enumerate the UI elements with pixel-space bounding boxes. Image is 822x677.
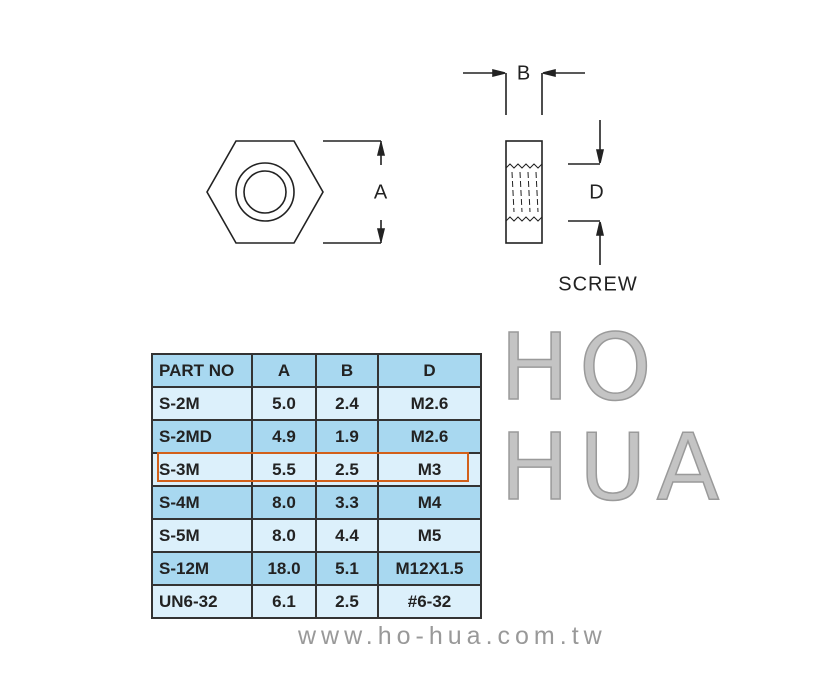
- part-no: S-5M: [151, 518, 253, 553]
- dim-d: #6-32: [377, 584, 482, 619]
- hex-nut-front-view: [206, 140, 324, 244]
- dim-d: M2.6: [377, 386, 482, 421]
- dimension-a: [323, 140, 386, 244]
- dim-b: 1.9: [315, 419, 379, 454]
- header-a: A: [251, 353, 317, 388]
- label-b: B: [516, 62, 532, 85]
- dimension-d: [568, 120, 605, 265]
- dim-d: M5: [377, 518, 482, 553]
- watermark-brand: HO HUA: [499, 314, 730, 521]
- label-d: D: [589, 181, 605, 204]
- dimension-b: [463, 68, 585, 115]
- dim-a: 18.0: [251, 551, 317, 586]
- dim-d: M2.6: [377, 419, 482, 454]
- table-header: PART NO A B D: [151, 353, 482, 388]
- header-d: D: [377, 353, 482, 388]
- part-no: S-2M: [151, 386, 253, 421]
- hex-nut-side-view: [505, 140, 543, 244]
- dim-a: 4.9: [251, 419, 317, 454]
- dim-a: 6.1: [251, 584, 317, 619]
- dim-d: M4: [377, 485, 482, 520]
- part-no: S-2MD: [151, 419, 253, 454]
- part-no: UN6-32: [151, 584, 253, 619]
- header-b: B: [315, 353, 379, 388]
- highlight-box-s-3m: [157, 452, 469, 482]
- dim-b: 4.4: [315, 518, 379, 553]
- label-screw: SCREW: [558, 273, 638, 296]
- label-a: A: [373, 181, 389, 204]
- dim-b: 3.3: [315, 485, 379, 520]
- dim-a: 5.0: [251, 386, 317, 421]
- part-no: S-12M: [151, 551, 253, 586]
- dim-d: M12X1.5: [377, 551, 482, 586]
- header-part-no: PART NO: [151, 353, 253, 388]
- watermark-url: www.ho-hua.com.tw: [298, 622, 607, 650]
- dim-b: 2.5: [315, 584, 379, 619]
- dim-b: 5.1: [315, 551, 379, 586]
- dim-b: 2.4: [315, 386, 379, 421]
- dim-a: 8.0: [251, 518, 317, 553]
- dim-a: 8.0: [251, 485, 317, 520]
- part-no: S-4M: [151, 485, 253, 520]
